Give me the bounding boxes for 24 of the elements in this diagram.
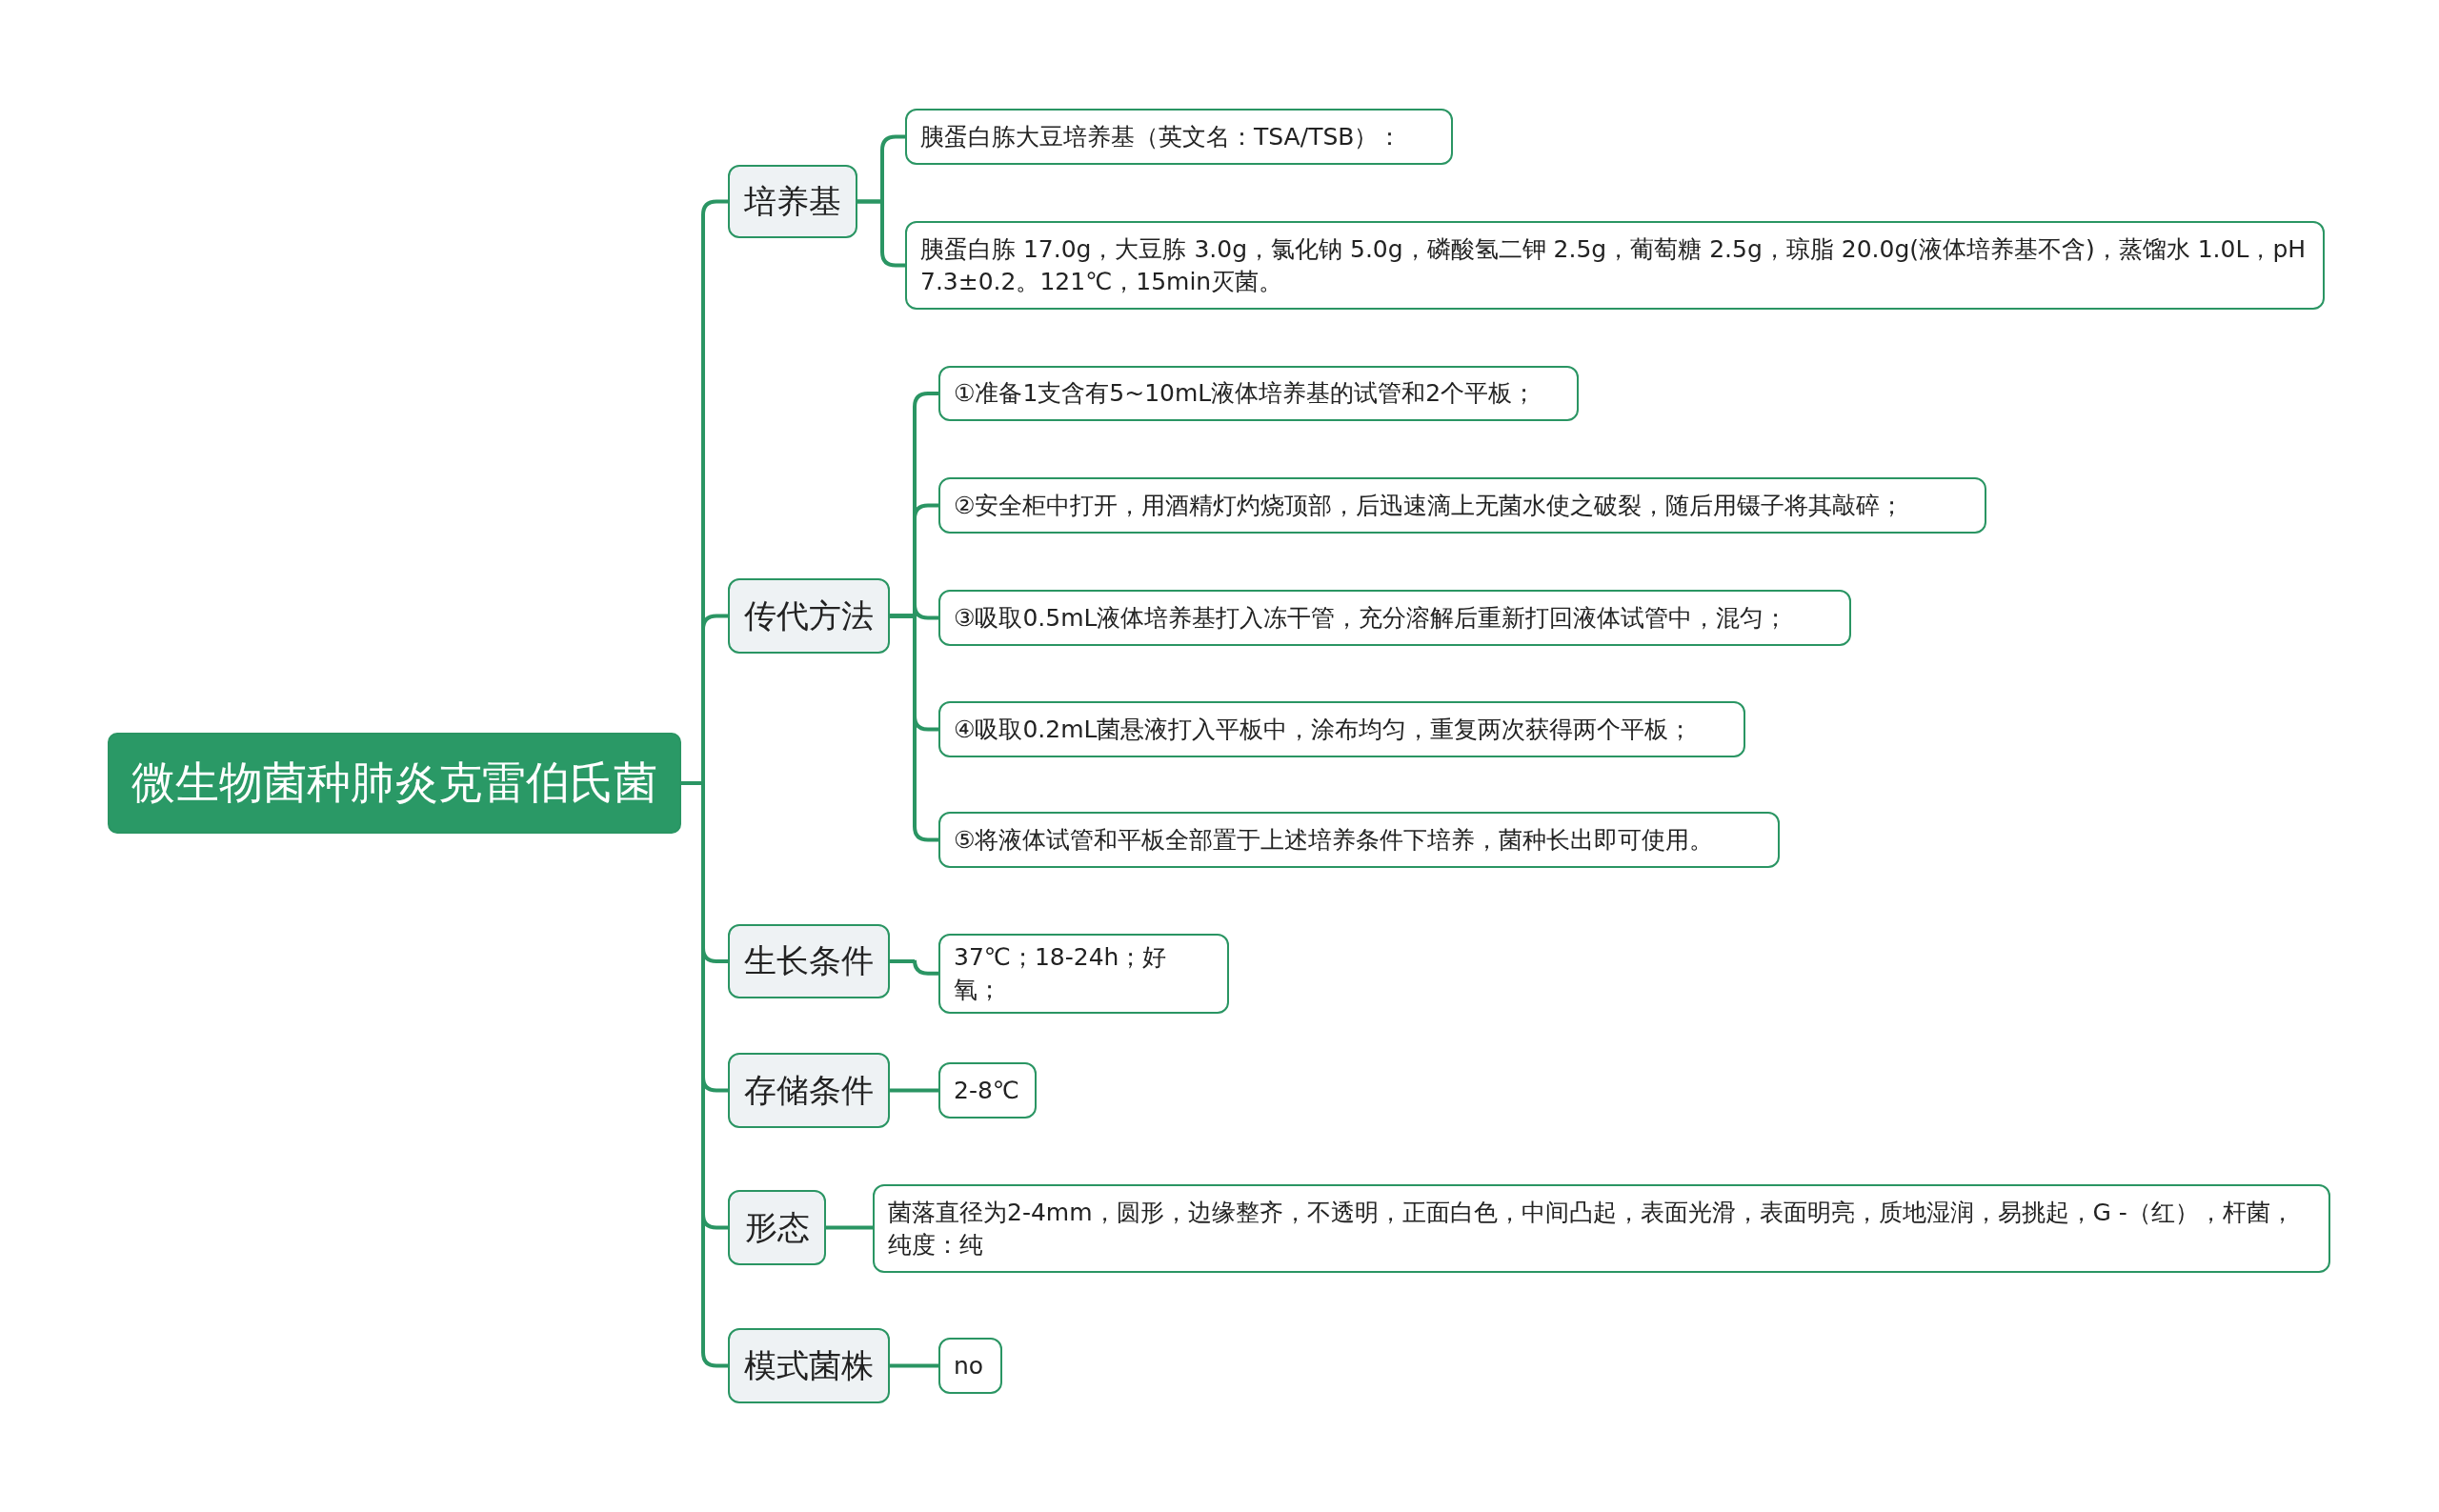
detail-box: 胰蛋白胨大豆培养基（英文名：TSA/TSB）：	[905, 109, 1453, 165]
connector-line	[890, 1363, 938, 1368]
topic-box: 培养基	[728, 165, 857, 238]
topic-box: 传代方法	[728, 578, 890, 654]
detail-box: 胰蛋白胨 17.0g，大豆胨 3.0g，氯化钠 5.0g，磷酸氢二钾 2.5g，葡萄糖 2.5g，琼脂 20.0g(液体培养基不含)，蒸馏水 1.0L，pH 7.3±0.2。121℃，15min灭菌。	[905, 221, 2325, 310]
connector-line	[857, 199, 905, 268]
detail-box: ⑤将液体试管和平板全部置于上述培养条件下培养，菌种长出即可使用。	[938, 812, 1780, 868]
topic-box: 存储条件	[728, 1053, 890, 1128]
detail-box: 菌落直径为2-4mm，圆形，边缘整齐，不透明，正面白色，中间凸起，表面光滑，表面明亮，质地湿润，易挑起，G -（红），杆菌，纯度：纯	[873, 1184, 2330, 1273]
detail-box: 37℃；18-24h；好氧；	[938, 934, 1229, 1014]
detail-box: 2-8℃	[938, 1062, 1037, 1119]
detail-box: ③吸取0.5mL液体培养基打入冻干管，充分溶解后重新打回液体试管中，混匀；	[938, 590, 1851, 646]
detail-box: ①准备1支含有5~10mL液体培养基的试管和2个平板；	[938, 366, 1579, 421]
connector-line	[890, 1088, 938, 1093]
connector-line	[890, 614, 938, 842]
topic-box: 形态	[728, 1190, 826, 1265]
topic-box: 模式菌株	[728, 1328, 890, 1403]
root-topic-box: 微生物菌种肺炎克雷伯氏菌	[108, 733, 681, 834]
detail-box: ②安全柜中打开，用酒精灯灼烧顶部，后迅速滴上无菌水使之破裂，随后用镊子将其敲碎；	[938, 477, 1986, 534]
detail-box: no	[938, 1338, 1002, 1394]
detail-box: ④吸取0.2mL菌悬液打入平板中，涂布均匀，重复两次获得两个平板；	[938, 701, 1745, 757]
connector-line	[890, 958, 938, 976]
connector-line	[826, 1225, 873, 1230]
topic-box: 生长条件	[728, 924, 890, 998]
